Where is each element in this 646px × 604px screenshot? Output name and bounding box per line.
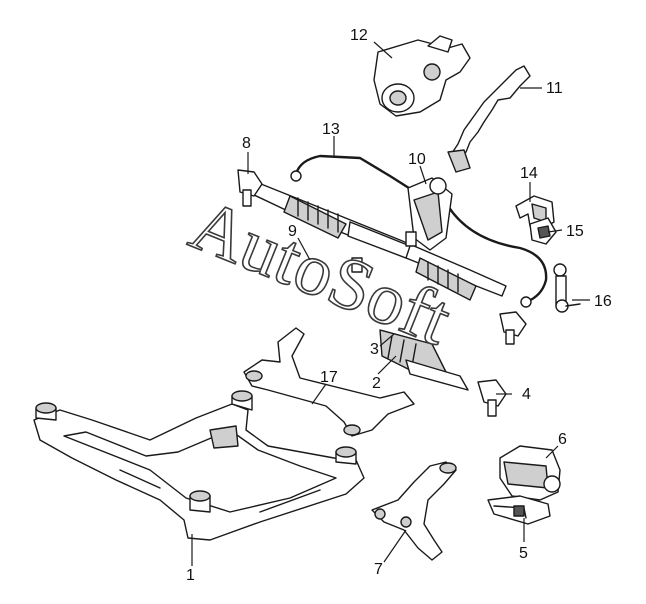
pipe-13 [290, 154, 548, 308]
bracket-5 [487, 495, 551, 525]
callout-4: 4 [522, 386, 531, 403]
column-shaft-11 [447, 65, 531, 173]
callout-1: 1 [186, 567, 195, 584]
callout-3: 3 [370, 341, 379, 358]
pump-6 [499, 445, 561, 501]
tierod-end-right [499, 311, 527, 345]
callout-13: 13 [322, 121, 340, 138]
crossmember-17 [243, 327, 415, 437]
lower-arm-7 [371, 461, 457, 561]
callout-14: 14 [520, 165, 538, 182]
callout-9: 9 [288, 223, 297, 240]
callout-7: 7 [374, 561, 383, 578]
callout-15: 15 [566, 223, 584, 240]
rack-9 [251, 181, 507, 301]
callout-10: 10 [408, 151, 426, 168]
callout-16: 16 [594, 293, 612, 310]
tierod-end-8 [237, 169, 263, 207]
frame-1 [33, 390, 365, 541]
link-16 [553, 263, 581, 313]
callout-17: 17 [320, 369, 338, 386]
callout-6: 6 [558, 431, 567, 448]
rod-2 [405, 359, 469, 391]
tierod-end-4 [477, 379, 507, 417]
callouts: 1 2 3 4 5 6 7 8 9 10 11 12 13 14 15 16 1… [186, 27, 612, 584]
callout-5: 5 [519, 545, 528, 562]
bushing-15 [529, 217, 557, 245]
callout-12: 12 [350, 27, 368, 44]
steering-pump-12 [373, 35, 471, 117]
callout-8: 8 [242, 135, 251, 152]
callout-11: 11 [546, 80, 563, 97]
callout-2: 2 [372, 375, 381, 392]
